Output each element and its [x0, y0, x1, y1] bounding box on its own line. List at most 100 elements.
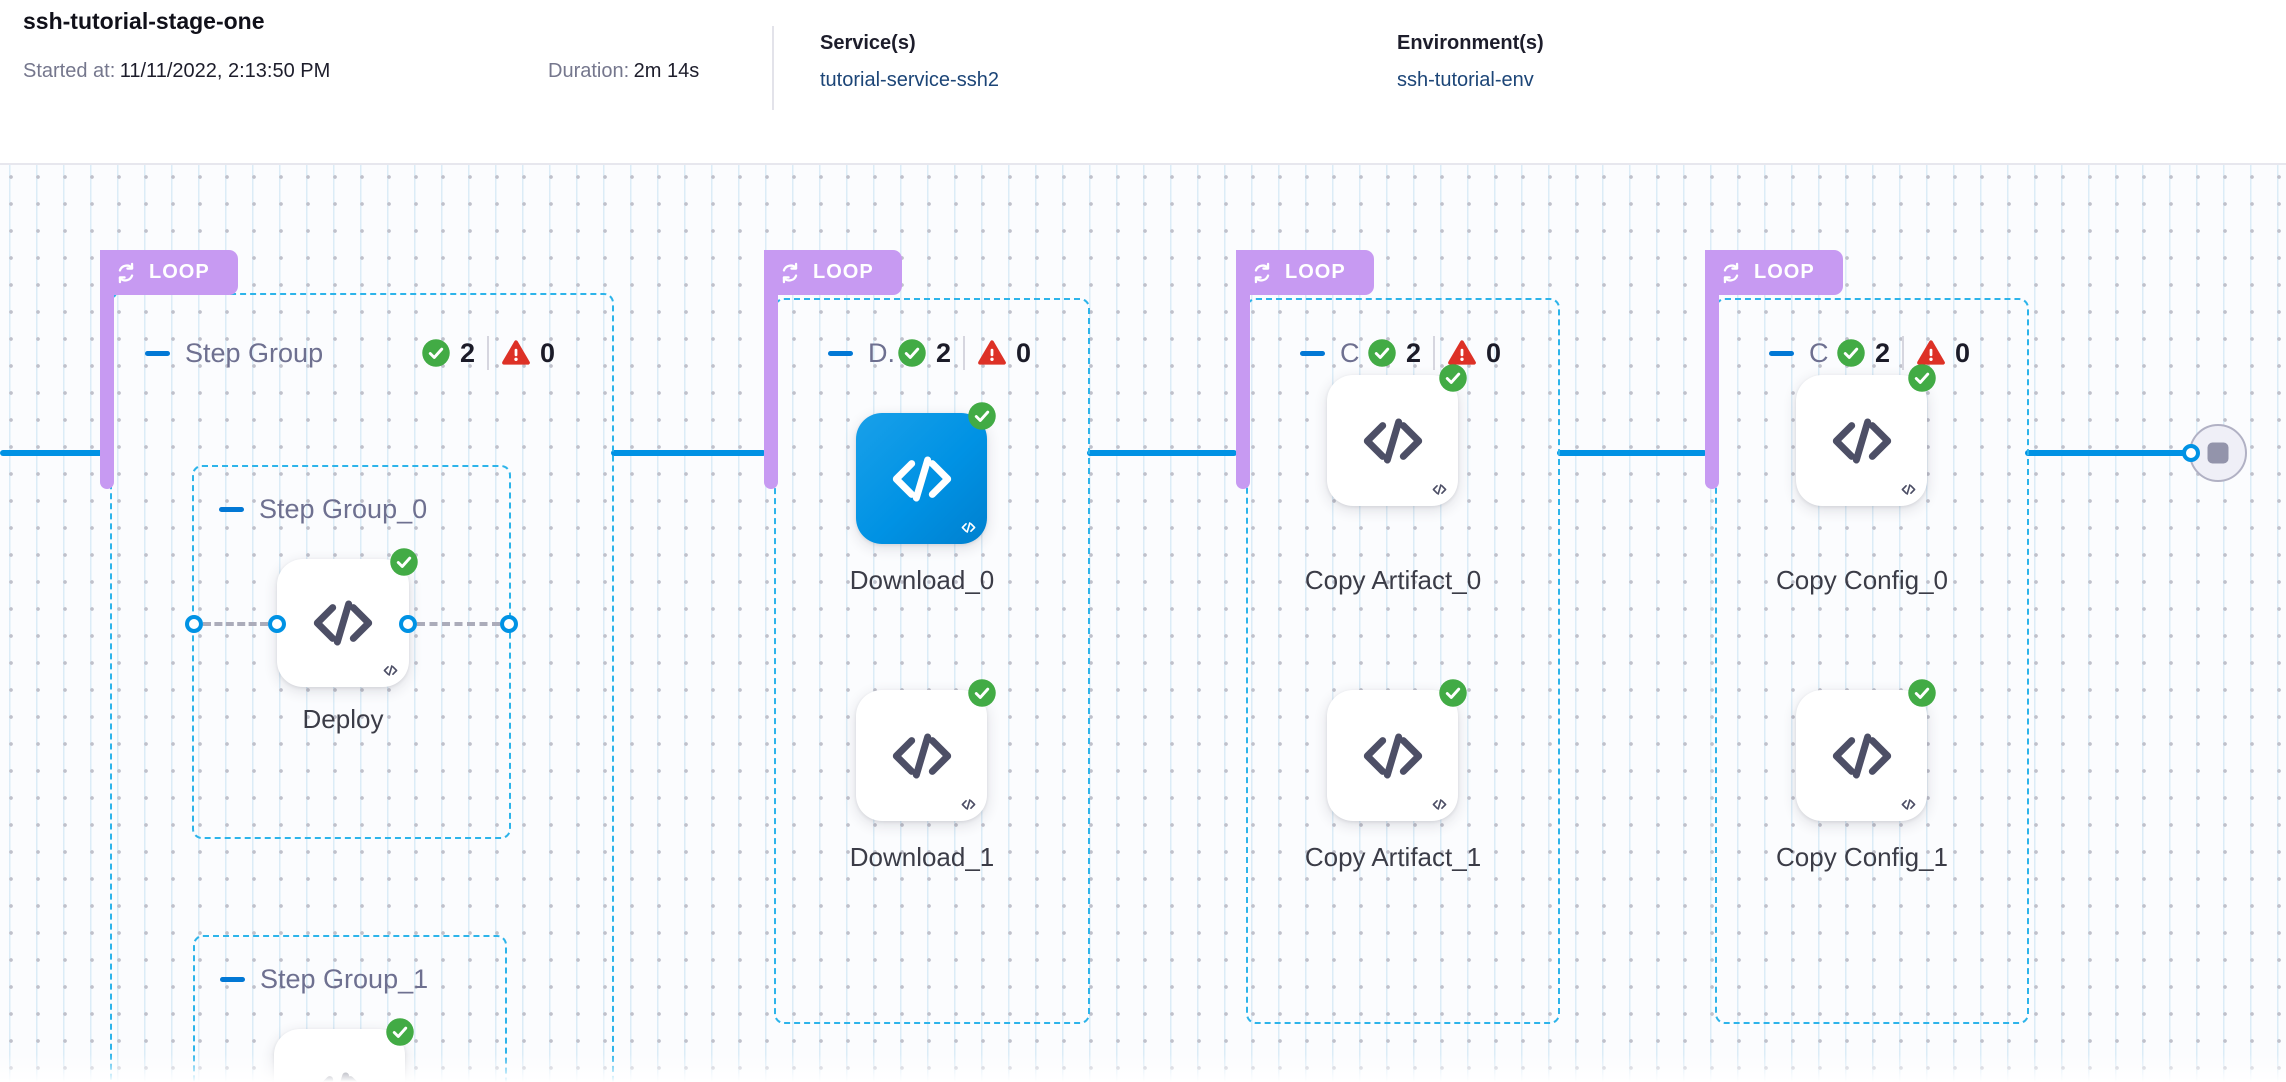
loop-badge: LOOP	[100, 250, 238, 295]
success-icon	[1907, 678, 1937, 708]
code-icon	[1826, 720, 1898, 792]
step-node-download-1[interactable]	[856, 678, 997, 821]
connector-ring[interactable]	[500, 615, 518, 633]
loop-icon	[118, 262, 134, 283]
step-group-0-box: Step Group_0 Deploy	[185, 465, 518, 839]
flow-line-end	[2025, 450, 2190, 456]
code-icon	[304, 1059, 376, 1082]
connector-ring[interactable]	[399, 615, 417, 633]
warning-count: 0	[1015, 337, 1031, 368]
group-label: Step Group_0	[259, 494, 428, 524]
loop-group-copy-config: LOOP C 2 0 Copy Config_0 Copy Config_1	[1705, 250, 2029, 1024]
duration-value: 2m 14s	[633, 60, 700, 82]
started-at-value: 11/11/2022, 2:13:50 PM	[119, 60, 331, 82]
collapse-icon[interactable]	[145, 350, 170, 356]
group-status: 2 0	[1366, 336, 1501, 370]
loop-badge-label: LOOP	[813, 261, 874, 283]
loop-badge-label: LOOP	[1754, 261, 1815, 283]
group-header: D. 2 0	[776, 331, 1088, 375]
step-node-deploy[interactable]	[277, 547, 419, 687]
service-link[interactable]: tutorial-service-ssh2	[820, 69, 999, 91]
group-label: C	[1340, 337, 1360, 368]
step-label: Download_1	[849, 842, 995, 872]
success-icon	[967, 401, 997, 431]
group-status: 2 0	[896, 336, 1031, 370]
status-divider	[962, 336, 965, 370]
environment-link[interactable]: ssh-tutorial-env	[1397, 69, 1534, 91]
environments-block: Environment(s) ssh-tutorial-env	[1397, 32, 1544, 92]
connector-ring[interactable]	[185, 615, 203, 633]
step-node-copy-config-0[interactable]	[1796, 363, 1937, 506]
collapse-icon[interactable]	[1300, 350, 1325, 356]
flow-line-2-3	[1087, 450, 1237, 456]
status-divider	[486, 336, 489, 370]
flow-line-3-4	[1557, 450, 1707, 456]
step-label: Download_0	[849, 565, 995, 595]
status-divider	[1901, 336, 1904, 370]
success-icon	[385, 1017, 415, 1047]
loop-bar	[100, 250, 114, 489]
stage-title: ssh-tutorial-stage-one	[23, 8, 265, 34]
services-label: Service(s)	[820, 32, 916, 54]
success-icon	[420, 338, 451, 368]
stage-summary-header: ssh-tutorial-stage-one Started at: 11/11…	[0, 0, 2286, 165]
code-icon-small	[1432, 799, 1447, 810]
collapse-icon[interactable]	[219, 507, 244, 512]
flow-line-start	[0, 450, 106, 456]
loop-group-step-group: LOOP Step Group 2 0 Step Group_0	[100, 250, 614, 1082]
step-node-download-0[interactable]	[856, 401, 997, 544]
code-icon	[1357, 405, 1429, 477]
step-node-copy-artifact-1[interactable]	[1327, 678, 1468, 821]
group-label: C	[1809, 337, 1829, 368]
success-count: 2	[1405, 337, 1421, 368]
warning-icon	[502, 340, 530, 365]
end-node	[2189, 424, 2247, 482]
loop-icon	[782, 262, 798, 283]
code-icon	[307, 587, 379, 659]
connector-dash	[417, 622, 500, 626]
step-node[interactable]	[274, 1017, 415, 1082]
flow-line-1-2	[611, 450, 766, 456]
started-at: Started at: 11/11/2022, 2:13:50 PM	[23, 60, 330, 83]
success-icon	[1366, 338, 1397, 368]
group-header: C 2 0	[1717, 331, 2027, 375]
loop-badge: LOOP	[1236, 250, 1374, 295]
header-divider	[772, 26, 774, 110]
loop-icon	[1254, 262, 1270, 283]
code-icon-small	[961, 522, 976, 533]
connector-ring[interactable]	[268, 615, 286, 633]
code-icon-small	[1901, 484, 1916, 495]
step-label: Copy Artifact_0	[1304, 565, 1482, 595]
step-node-copy-artifact-0[interactable]	[1327, 363, 1468, 506]
success-icon	[1907, 363, 1937, 393]
step-label: Copy Config_0	[1776, 565, 1948, 595]
loop-badge-label: LOOP	[1285, 261, 1346, 283]
loop-bar	[1705, 250, 1719, 489]
collapse-icon[interactable]	[1769, 350, 1794, 356]
collapse-icon[interactable]	[828, 350, 853, 356]
group-header: C 2 0	[1248, 331, 1558, 375]
loop-badge: LOOP	[764, 250, 902, 295]
loop-group-copy-artifact: LOOP C 2 0 Copy Artifact_0 Copy Artifact…	[1236, 250, 1560, 1024]
success-icon	[389, 547, 419, 577]
group-header: Step Group 2 0	[112, 331, 612, 375]
success-icon	[967, 678, 997, 708]
loop-bar	[764, 250, 778, 489]
group-label: Step Group	[185, 337, 324, 368]
group-label: Step Group_1	[260, 964, 429, 994]
success-icon	[1438, 678, 1468, 708]
status-divider	[1432, 336, 1435, 370]
success-count: 2	[1874, 337, 1890, 368]
success-icon	[1438, 363, 1468, 393]
collapse-icon[interactable]	[220, 977, 245, 982]
loop-icon	[1723, 262, 1739, 283]
step-node-copy-config-1[interactable]	[1796, 678, 1937, 821]
success-count: 2	[459, 337, 475, 368]
warning-count: 0	[1485, 337, 1501, 368]
group-label: D.	[868, 337, 895, 368]
code-icon	[886, 720, 958, 792]
code-icon	[1357, 720, 1429, 792]
connector-dash	[203, 622, 268, 626]
warning-count: 0	[539, 337, 555, 368]
success-icon	[896, 338, 927, 368]
